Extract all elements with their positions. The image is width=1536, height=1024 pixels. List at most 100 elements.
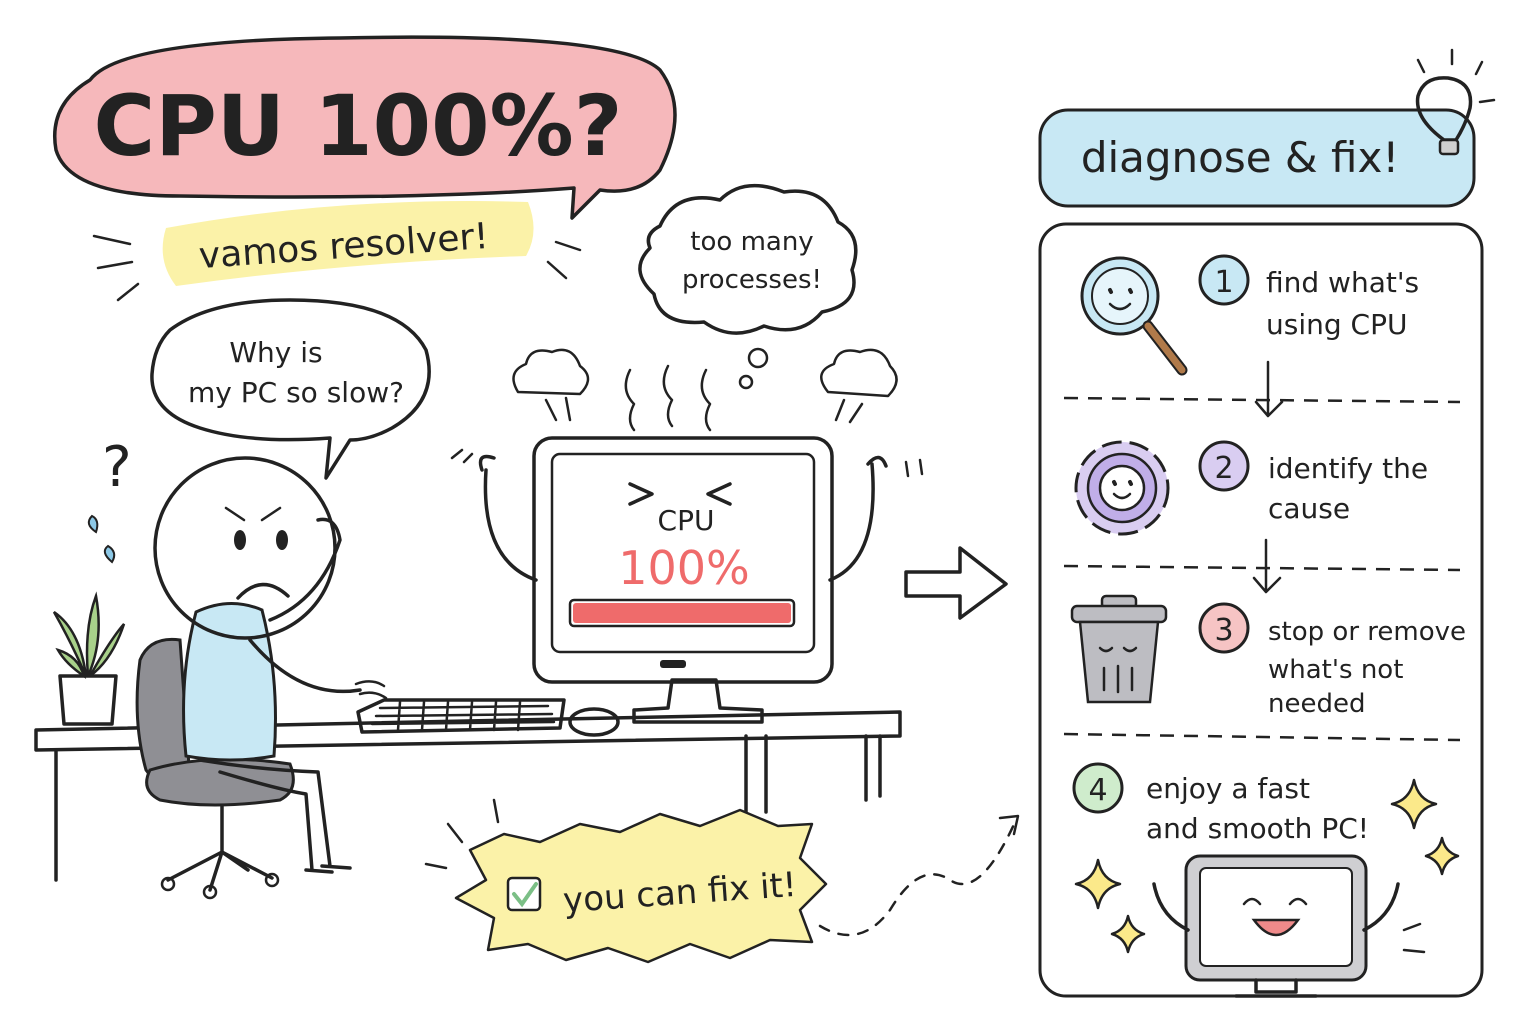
monitor-frame — [532, 436, 834, 684]
person-frown — [236, 582, 290, 600]
title-bubble: CPU 100%? — [53, 35, 677, 220]
person-bubble-line2: my PC so slow? — [188, 376, 404, 409]
desk-top — [34, 710, 902, 752]
down-arrow-icon — [1252, 538, 1282, 594]
person-legs — [198, 758, 352, 874]
fix-badge-accent-lines — [424, 798, 500, 870]
sparkle-icon — [1424, 836, 1460, 876]
step-2: 2 identify the cause — [1074, 440, 1428, 536]
step-4-number: 4 — [1088, 773, 1107, 808]
cheer-lines-icon — [1402, 922, 1426, 954]
step-4-line2: and smooth PC! — [1146, 812, 1369, 845]
person-eye-left — [234, 530, 246, 550]
fix-it-badge: you can fix it! — [424, 798, 828, 964]
thought-dot-large — [747, 347, 769, 369]
plant-pot — [58, 674, 118, 726]
sparkle-icon — [1390, 778, 1438, 830]
step-1-number-circle — [1198, 254, 1250, 306]
thought-dot-small — [738, 374, 754, 390]
keyboard-keys — [370, 700, 556, 732]
thought-line1: too many — [690, 227, 813, 257]
computer-mouse — [568, 707, 620, 737]
keyboard — [356, 698, 566, 734]
lightbulb-icon — [1415, 48, 1496, 156]
step-4: 4 enjoy a fast and smooth PC! — [1072, 762, 1460, 998]
step-divider — [1063, 564, 1461, 572]
person-body — [182, 601, 277, 762]
step-1: 1 find what's using CPU — [1080, 254, 1419, 376]
chair-wheel — [202, 884, 218, 900]
happy-monitor-icon — [1152, 854, 1400, 998]
worried-person: ? — [87, 435, 388, 874]
step-3-number-circle — [1198, 602, 1250, 654]
step-2-number-circle — [1198, 440, 1250, 492]
step-divider — [1063, 732, 1461, 742]
title-bubble-shape — [53, 35, 677, 220]
monitor-stand — [632, 678, 764, 724]
step-3-number: 3 — [1214, 613, 1233, 648]
desk — [34, 710, 902, 882]
step-divider — [1063, 396, 1461, 404]
trash-icon — [1070, 594, 1168, 704]
person-arm — [248, 638, 362, 694]
stressed-monitor: CPU 100% — [450, 348, 924, 724]
chair-seat — [145, 757, 295, 807]
step-4-number-circle — [1072, 762, 1124, 814]
monitor-arms — [478, 454, 888, 582]
person-hand-typing — [354, 680, 388, 700]
monitor-power-led — [660, 660, 686, 668]
cpu-usage-fill — [573, 603, 791, 623]
down-arrow-icon — [1254, 360, 1284, 418]
person-speech-bubble: Why is my PC so slow? — [150, 298, 431, 480]
office-chair — [135, 637, 295, 900]
person-speech-bubble-shape — [150, 298, 431, 480]
desk-legs — [54, 734, 882, 882]
subtitle-banner: vamos resolver! — [92, 201, 582, 302]
step-3-line3: needed — [1268, 689, 1365, 719]
sparkle-icon — [1110, 914, 1146, 954]
smoke-cloud-right-icon — [820, 348, 898, 398]
step-3: 3 stop or remove what's not needed — [1070, 594, 1466, 719]
step-2-line1: identify the — [1268, 452, 1428, 485]
step-3-line2: what's not — [1268, 655, 1403, 685]
thought-bubble: too many processes! — [638, 183, 858, 390]
subtitle-highlight — [162, 201, 534, 286]
person-brows — [224, 506, 282, 522]
person-bubble-line1: Why is — [229, 336, 322, 369]
check-mark-icon — [512, 882, 538, 908]
sparkle-icon — [1074, 858, 1122, 910]
panel-heading: diagnose & fix! — [1081, 133, 1399, 182]
title-text: CPU 100%? — [94, 77, 623, 175]
stress-lines-icon — [450, 396, 924, 478]
step-3-line1: stop or remove — [1268, 617, 1466, 647]
thought-line2: processes! — [682, 265, 822, 295]
step-1-line1: find what's — [1266, 266, 1419, 299]
plant-leaves — [52, 591, 126, 679]
step-2-line2: cause — [1268, 492, 1350, 525]
step-1-number: 1 — [1214, 265, 1233, 300]
dashed-path-arrow — [818, 818, 1018, 937]
person-eye-right — [276, 530, 288, 550]
checkbox-checked-icon — [506, 876, 542, 912]
chair-wheel — [160, 876, 176, 892]
diagnose-panel: diagnose & fix! 1 find what's us — [1038, 48, 1496, 998]
keyboard-body — [356, 698, 566, 734]
step-1-line2: using CPU — [1266, 308, 1407, 341]
subtitle-accent-lines — [92, 234, 582, 302]
step-4-line1: enjoy a fast — [1146, 772, 1310, 805]
potted-plant — [52, 591, 126, 726]
monitor-cpu-label: CPU — [658, 504, 715, 537]
question-mark-icon: ? — [102, 435, 132, 500]
gear-icon — [1074, 440, 1170, 536]
monitor-squint-eyes — [628, 482, 732, 506]
steam-swirls-icon — [624, 364, 712, 432]
thought-bubble-shape — [638, 183, 858, 335]
fix-badge-burst — [454, 808, 828, 964]
right-arrow-icon — [904, 546, 1008, 620]
dashed-arrow-head-icon — [998, 814, 1020, 836]
smoke-cloud-left-icon — [512, 348, 590, 396]
magnifier-icon — [1080, 256, 1188, 376]
panel-heading-box — [1038, 108, 1476, 208]
